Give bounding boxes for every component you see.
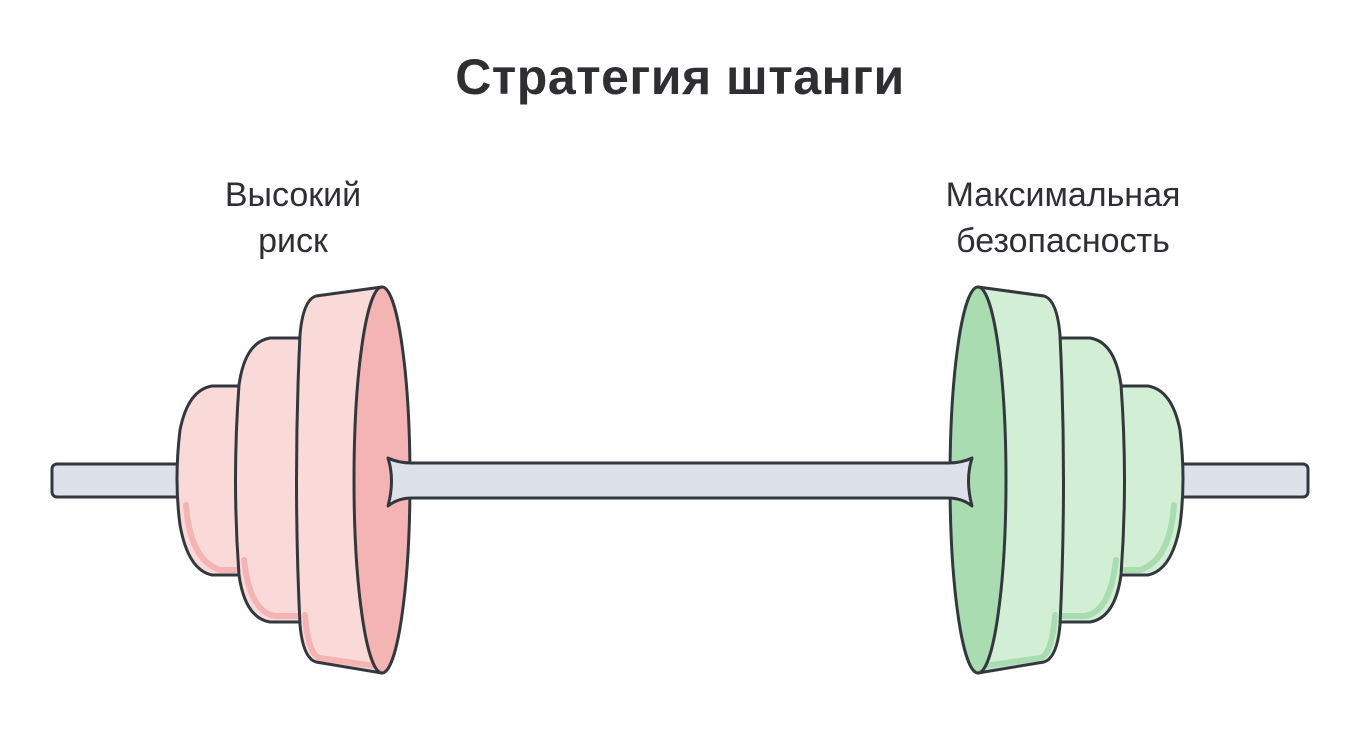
max-safety-label-line1: Максимальная [945,176,1181,214]
diagram-title: Стратегия штанги [455,49,905,105]
high-risk-weight-plates [175,285,412,675]
max-safety-label: Максимальная безопасность [913,172,1213,264]
max-safety-weight-plates [948,285,1185,675]
high-risk-label-line2: риск [258,222,328,260]
max-safety-label-line2: безопасность [956,222,1170,260]
barbell-center-bar [386,456,974,508]
left-small-plate [175,384,247,577]
high-risk-label: Высокий риск [173,172,413,264]
right-medium-plate [1053,336,1126,624]
left-medium-plate [234,336,307,624]
high-risk-label-line1: Высокий [224,176,362,214]
right-small-plate [1113,384,1185,577]
